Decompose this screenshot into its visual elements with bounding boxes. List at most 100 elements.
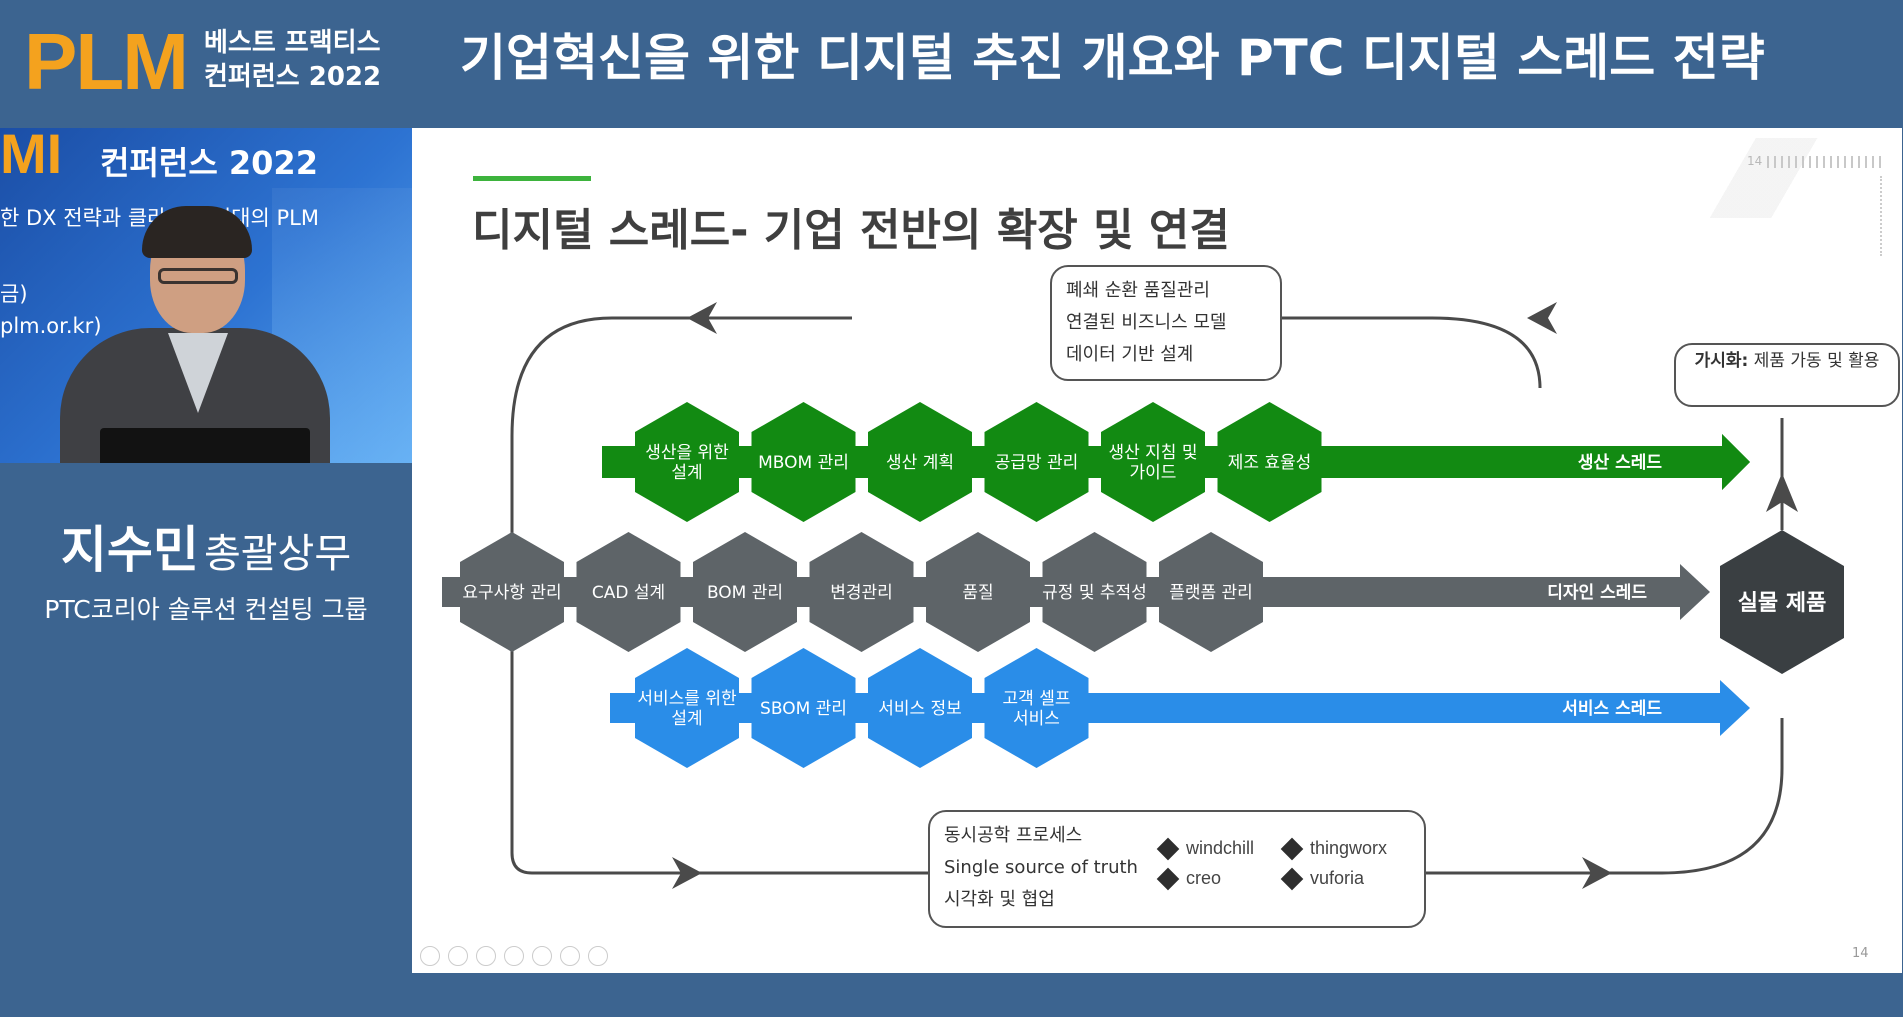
subtitles-icon[interactable] <box>560 946 580 966</box>
production-hexagon-shape <box>635 402 739 522</box>
production-hexagon-shape <box>1101 402 1205 522</box>
production-hexagon: 공급망 관리 <box>984 402 1089 522</box>
speaker-organization: PTC코리아 솔루션 컨설팅 그룹 <box>44 595 368 624</box>
video-banner-logo: MI <box>0 128 63 185</box>
pen-icon[interactable] <box>476 946 496 966</box>
slides-grid-icon[interactable] <box>504 946 524 966</box>
design-hexagon-label: 품질 <box>962 583 993 603</box>
creo-icon <box>1156 867 1180 891</box>
service-hexagon-label: 설계 <box>671 709 702 729</box>
loop-arrow-up <box>1766 473 1798 512</box>
loop-arrow-left-2 <box>1527 302 1557 334</box>
video-url-line: plm.or.kr) <box>0 314 102 338</box>
design-hexagon-shape <box>1159 532 1263 652</box>
production-hexagon: MBOM 관리 <box>751 402 856 522</box>
production-hexagon-label: MBOM 관리 <box>758 453 849 473</box>
loop-arrow-right-2 <box>1582 857 1612 889</box>
production-hexagon-label: 생산 계획 <box>886 453 954 473</box>
service-hexagon-label: 서비스 <box>1013 709 1060 729</box>
design-hexagon-label: 요구사항 관리 <box>462 583 561 603</box>
production-thread-arrowhead <box>1722 434 1750 490</box>
service-hexagon-label: 서비스 정보 <box>878 699 962 719</box>
slide-nav-controls <box>420 946 616 970</box>
logo-subtitle-line2: 컨퍼런스 2022 <box>204 62 382 92</box>
logo-subtitle: 베스트 프랙티스 컨퍼런스 2022 <box>204 26 381 94</box>
video-banner: MI 컨퍼런스 2022 <box>0 128 412 185</box>
service-hexagon-label: SBOM 관리 <box>760 699 847 719</box>
production-hexagon: 제조 효율성 <box>1217 402 1322 522</box>
loop-arrow-right-1 <box>672 857 702 889</box>
design-hexagon: 품질 <box>926 532 1030 652</box>
page-number-top: 14 <box>1747 154 1763 168</box>
service-hexagon-label: 고객 셀프 <box>1003 689 1071 709</box>
design-hexagon-label: 변경관리 <box>830 583 893 603</box>
speaker-title: 총괄상무 <box>203 531 352 577</box>
closed-loop-item: 연결된 비즈니스 모델 <box>1066 312 1227 333</box>
design-hexagon-label: 플랫폼 관리 <box>1169 583 1253 603</box>
production-hexagon-label: 가이드 <box>1130 463 1177 483</box>
physical-product-hexagon <box>1720 530 1844 674</box>
physical-product-label: 실물 제품 <box>1738 591 1827 616</box>
video-banner-text: 컨퍼런스 2022 <box>100 144 318 182</box>
design-hexagon-shape <box>926 532 1030 652</box>
closed-loop-item: 폐쇄 순환 품질관리 <box>1066 280 1210 301</box>
production-hexagon-shape <box>751 402 856 522</box>
design-hexagon-label: BOM 관리 <box>707 583 783 603</box>
header-bar: PLM 베스트 프랙티스 컨퍼런스 2022 기업혁신을 위한 디지털 추진 개… <box>0 0 1903 128</box>
closed-loop-item: 데이터 기반 설계 <box>1066 344 1194 365</box>
vuforia-logo: vuforia <box>1280 862 1364 894</box>
concurrent-item: 시각화 및 협업 <box>944 889 1055 910</box>
service-hexagon-shape <box>635 648 739 768</box>
logo-subtitle-line1: 베스트 프랙티스 <box>204 28 381 58</box>
speaker-name: 지수민 <box>60 521 199 579</box>
design-hexagon: 플랫폼 관리 <box>1159 532 1263 652</box>
production-hexagon-label: 공급망 관리 <box>995 453 1079 473</box>
speaker-caption: 지수민 총괄상무 PTC코리아 솔루션 컨설팅 그룹 <box>0 510 412 626</box>
title-accent-bar <box>473 176 591 181</box>
concurrent-item: 동시공학 프로세스 <box>944 825 1083 846</box>
production-hexagon-label: 설계 <box>671 463 702 483</box>
service-hexagon-shape <box>984 648 1089 768</box>
service-hexagon-shape <box>868 648 972 768</box>
production-hexagon-label: 생산 지침 및 <box>1108 443 1197 463</box>
service-hexagon: 서비스 정보 <box>868 648 972 768</box>
design-thread-arrowhead <box>1680 564 1710 620</box>
production-hexagon-shape <box>1217 402 1322 522</box>
zoom-icon[interactable] <box>532 946 552 966</box>
more-options-icon[interactable] <box>588 946 608 966</box>
slide-decoration <box>1682 138 1882 218</box>
design-hexagon-label: CAD 설계 <box>592 583 665 603</box>
slide-progress-ticks <box>1767 156 1882 168</box>
design-hexagon-shape <box>693 532 797 652</box>
next-slide-icon[interactable] <box>448 946 468 966</box>
prev-slide-icon[interactable] <box>420 946 440 966</box>
service-hexagon-shape <box>751 648 856 768</box>
closed-loop-box: 폐쇄 순환 품질관리 연결된 비즈니스 모델 데이터 기반 설계 <box>1050 265 1282 381</box>
service-thread-arrowhead <box>1720 680 1750 736</box>
plm-logo: PLM <box>24 17 189 106</box>
loop-top-path <box>510 316 1542 437</box>
session-title: 기업혁신을 위한 디지털 추진 개요와 PTC 디지털 스레드 전략 <box>460 29 1765 87</box>
production-hexagon-shape <box>984 402 1089 522</box>
design-thread-label: 디자인 스레드 <box>1547 583 1647 603</box>
design-hexagon: CAD 설계 <box>576 532 681 652</box>
visualization-label: 가시화: <box>1694 351 1749 371</box>
design-hexagon: BOM 관리 <box>693 532 797 652</box>
design-hexagon-shape <box>576 532 681 652</box>
production-hexagon-shape <box>868 402 972 522</box>
concurrent-item: Single source of truth <box>944 857 1138 878</box>
slide-side-toolbar <box>1880 176 1892 256</box>
creo-logo: creo <box>1156 862 1221 894</box>
thingworx-logo: thingworx <box>1280 832 1387 864</box>
page-number-bottom: 14 <box>1852 946 1869 961</box>
speaker-hair <box>142 206 252 258</box>
service-hexagon-label: 서비스를 위한 <box>637 689 737 709</box>
speaker-glasses <box>158 268 238 284</box>
speaker-video: MI 컨퍼런스 2022 한 DX 전략과 클라우드 시대의 PLM 금) pl… <box>0 128 412 463</box>
presentation-slide: 14 디지털 스레드- 기업 전반의 확장 및 연결 생산 스레드 디자인 스레… <box>412 128 1902 973</box>
concurrent-engineering-box: 동시공학 프로세스 Single source of truth 시각화 및 협… <box>928 810 1426 928</box>
